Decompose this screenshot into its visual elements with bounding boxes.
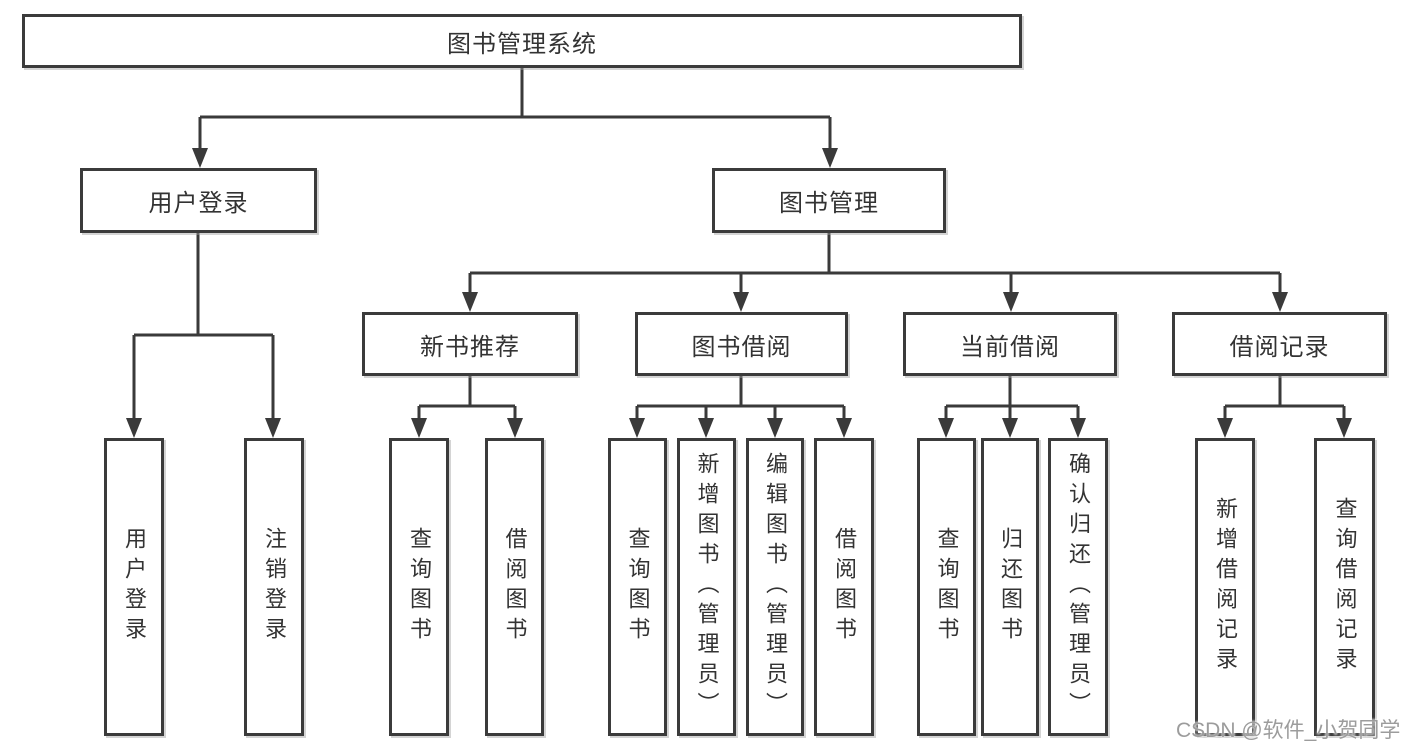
node-current-borrow-label: 当前借阅 <box>960 333 1060 361</box>
arrowhead-down-icon <box>836 418 852 438</box>
node-user-login: 用户登录 <box>80 168 317 233</box>
arrowhead-down-icon <box>265 418 281 438</box>
arrowhead-down-icon <box>1272 292 1288 312</box>
node-book-management-label: 图书管理 <box>779 190 879 217</box>
arrowhead-down-icon <box>733 292 749 312</box>
leaf-edit-books-admin: 编辑图书（管理员） <box>746 438 804 736</box>
leaf-add-books-admin: 新增图书（管理员） <box>677 438 736 736</box>
leaf-return-books: 归还图书 <box>981 438 1039 736</box>
leaf-user-login: 用户登录 <box>104 438 164 736</box>
leaf-return-books-label: 归还图书 <box>998 527 1023 647</box>
arrowhead-down-icon <box>1002 418 1018 438</box>
arrowhead-down-icon <box>822 148 838 168</box>
leaf-borrow-books-1: 借阅图书 <box>485 438 544 736</box>
arrowhead-down-icon <box>411 418 427 438</box>
leaf-edit-books-admin-label: 编辑图书（管理员） <box>763 452 788 722</box>
leaf-query-books-2-label: 查询图书 <box>625 527 651 647</box>
leaf-user-login-label: 用户登录 <box>122 527 147 647</box>
leaf-add-books-admin-label: 新增图书（管理员） <box>694 452 720 722</box>
node-new-book-recommend: 新书推荐 <box>362 312 578 376</box>
leaf-query-books-3: 查询图书 <box>917 438 976 736</box>
arrowhead-down-icon <box>698 418 714 438</box>
node-book-borrow-label: 图书借阅 <box>691 333 792 361</box>
leaf-query-books-2: 查询图书 <box>608 438 667 736</box>
arrowhead-down-icon <box>462 292 478 312</box>
csdn-watermark: CSDN @软件_小贺同学 <box>1176 719 1401 742</box>
leaf-query-books-3-label: 查询图书 <box>934 527 960 647</box>
leaf-borrow-books-2-label: 借阅图书 <box>832 527 857 647</box>
arrowhead-down-icon <box>1336 418 1352 438</box>
arrowhead-down-icon <box>1217 418 1233 438</box>
arrowhead-down-icon <box>126 418 142 438</box>
leaf-query-borrow-record: 查询借阅记录 <box>1314 438 1375 736</box>
arrowhead-down-icon <box>938 418 954 438</box>
leaf-borrow-books-1-label: 借阅图书 <box>502 527 528 647</box>
node-book-management: 图书管理 <box>712 168 946 233</box>
leaf-add-borrow-record: 新增借阅记录 <box>1195 438 1255 736</box>
arrowhead-down-icon <box>192 148 208 168</box>
arrowhead-down-icon <box>1003 292 1019 312</box>
node-root: 图书管理系统 <box>22 14 1022 68</box>
leaf-borrow-books-2: 借阅图书 <box>814 438 874 736</box>
node-root-label: 图书管理系统 <box>447 30 597 58</box>
leaf-query-borrow-record-label: 查询借阅记录 <box>1332 497 1358 677</box>
leaf-logout: 注销登录 <box>244 438 304 736</box>
leaf-query-books-1: 查询图书 <box>389 438 449 736</box>
node-borrow-records-label: 借阅记录 <box>1229 333 1330 361</box>
node-user-login-label: 用户登录 <box>148 190 249 217</box>
node-new-book-recommend-label: 新书推荐 <box>420 333 520 361</box>
node-borrow-records: 借阅记录 <box>1172 312 1387 376</box>
arrowhead-down-icon <box>1070 418 1086 438</box>
leaf-query-books-1-label: 查询图书 <box>407 527 432 647</box>
node-book-borrow: 图书借阅 <box>635 312 848 376</box>
leaf-logout-label: 注销登录 <box>262 527 287 647</box>
leaf-confirm-return-admin: 确认归还（管理员） <box>1048 438 1108 736</box>
leaf-confirm-return-admin-label: 确认归还（管理员） <box>1066 452 1091 722</box>
arrowhead-down-icon <box>767 418 783 438</box>
arrowhead-down-icon <box>507 418 523 438</box>
node-current-borrow: 当前借阅 <box>903 312 1117 376</box>
leaf-add-borrow-record-label: 新增借阅记录 <box>1213 497 1238 677</box>
arrowhead-down-icon <box>629 418 645 438</box>
